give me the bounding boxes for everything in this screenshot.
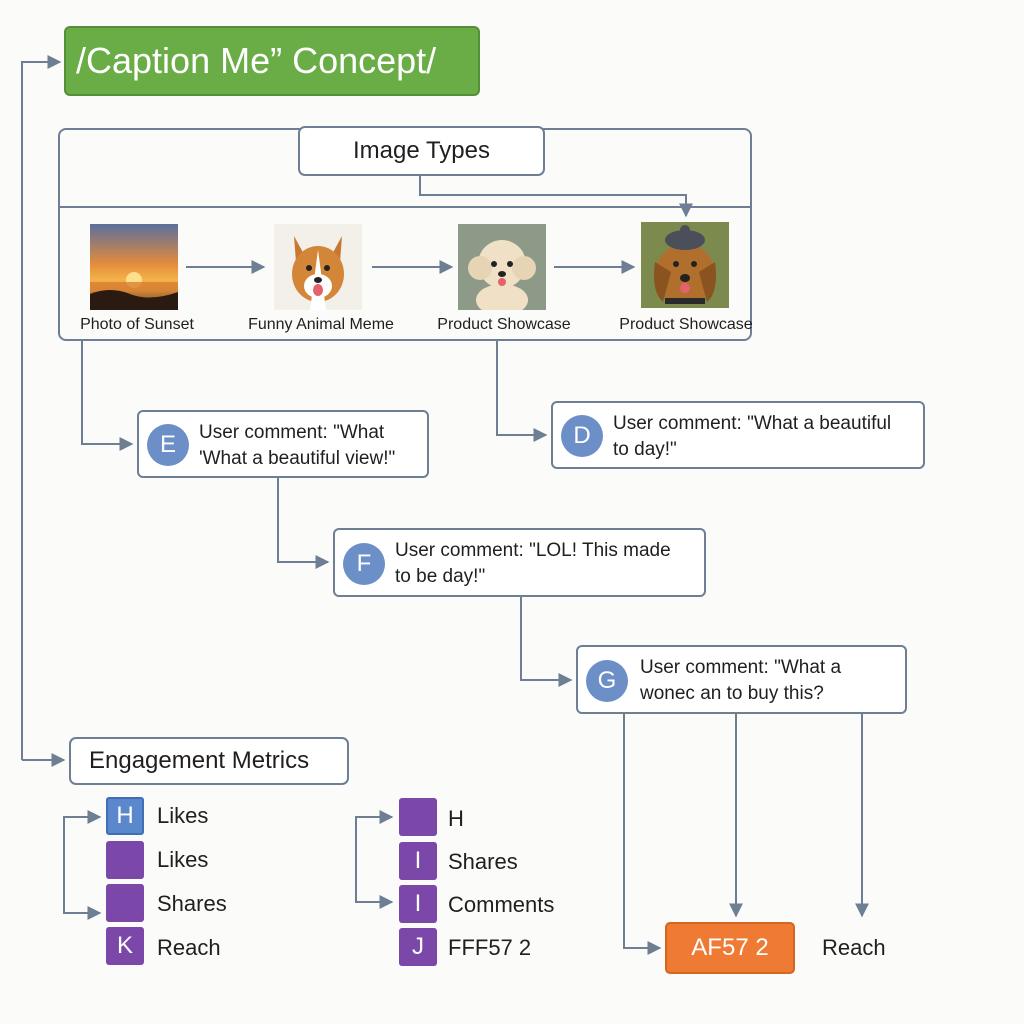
metric-label-fff57: FFF57 2 bbox=[448, 935, 532, 960]
metric-square-blank-3 bbox=[399, 798, 437, 836]
comment-box-g: G User comment: "What a wonec an to buy … bbox=[576, 645, 907, 714]
metric-square-j: J bbox=[399, 928, 437, 966]
image-types-header: Image Types bbox=[298, 126, 545, 176]
comment-box-d: D User comment: "What a beautiful to day… bbox=[551, 401, 925, 469]
arrow-to-title bbox=[21, 55, 62, 760]
metric-square-i-1: I bbox=[399, 842, 437, 880]
metric-label-h: H bbox=[448, 806, 464, 831]
comment-text-e: User comment: "What 'What a beautiful vi… bbox=[199, 422, 396, 469]
metric-square-blank-1 bbox=[106, 841, 144, 879]
bracket-left-top bbox=[63, 816, 102, 920]
metric-label-likes: Likes bbox=[157, 803, 209, 828]
bracket-right-top bbox=[355, 816, 394, 909]
arrow-to-comment-f bbox=[277, 478, 330, 569]
metric-square-i-2: I bbox=[399, 885, 437, 923]
comment-text-f: User comment: "LOL! This made to be day!… bbox=[395, 540, 671, 587]
comment-badge-g: G bbox=[586, 660, 628, 702]
corgi-dog-photo bbox=[274, 224, 362, 310]
frame-divider bbox=[58, 206, 752, 208]
thumb-label-4: Product Showcase bbox=[619, 316, 753, 333]
metric-square-k: K bbox=[106, 927, 144, 965]
thumb-label-3: Product Showcase bbox=[437, 316, 571, 333]
metric-square-blank-2 bbox=[106, 884, 144, 922]
concept-title: /Caption Me” Concept/ bbox=[64, 26, 480, 96]
comment-text-g: User comment: "What a wonec an to buy th… bbox=[640, 657, 842, 704]
metric-label-likes-2: Likes bbox=[157, 847, 209, 872]
arrow-to-comment-g bbox=[520, 596, 573, 687]
arrow-to-comment-d bbox=[496, 341, 548, 442]
comment-badge-f: F bbox=[343, 543, 385, 585]
poodle-dog-photo bbox=[458, 224, 546, 310]
metric-label-comments: Comments bbox=[448, 892, 555, 917]
thumb-label-2: Funny Animal Meme bbox=[248, 316, 394, 333]
metric-label-shares-2: Shares bbox=[448, 849, 518, 874]
arrow-header-to-image bbox=[419, 176, 693, 218]
arrow-to-comment-e bbox=[81, 341, 134, 451]
comment-text-d: User comment: "What a beautiful to day!" bbox=[613, 413, 892, 460]
reach-output-label: Reach bbox=[822, 935, 886, 960]
metric-square-h: H bbox=[106, 797, 144, 835]
arrow-g-to-result bbox=[623, 714, 662, 955]
thumb-label-1: Photo of Sunset bbox=[80, 316, 194, 333]
metric-label-reach: Reach bbox=[157, 935, 221, 960]
engagement-metrics-header: Engagement Metrics bbox=[69, 737, 349, 785]
result-box: AF57 2 bbox=[665, 922, 795, 974]
comment-badge-d: D bbox=[561, 415, 603, 457]
comment-badge-e: E bbox=[147, 424, 189, 466]
comment-box-e: E User comment: "What 'What a beautiful … bbox=[137, 410, 429, 478]
dog-with-hat-photo bbox=[641, 222, 729, 308]
comment-box-f: F User comment: "LOL! This made to be da… bbox=[333, 528, 706, 597]
metric-label-shares: Shares bbox=[157, 891, 227, 916]
sunset-photo bbox=[90, 224, 178, 310]
